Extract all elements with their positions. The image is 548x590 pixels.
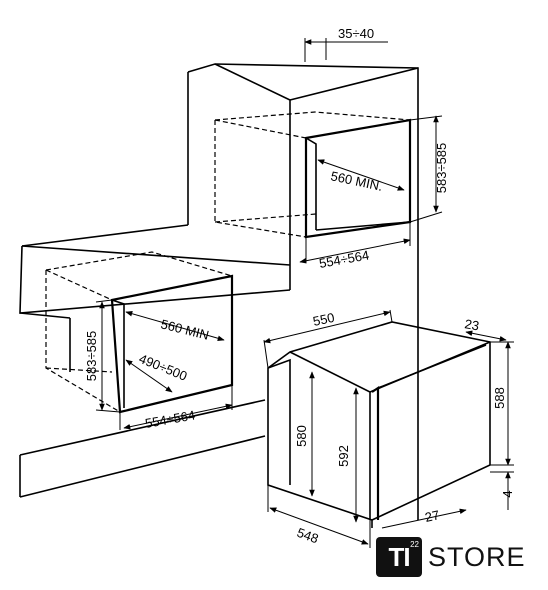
dimension-lines	[95, 38, 514, 548]
dim-column-width: 554÷564	[318, 247, 370, 271]
dim-oven-width: 548	[295, 525, 321, 547]
ti-logo-text: TI	[388, 541, 410, 572]
dim-under-depth: 560 MIN	[159, 316, 210, 342]
dim-column-depth: 560 MIN.	[329, 168, 384, 194]
ti-logo-superscript: 22	[410, 540, 419, 549]
dim-oven-body-height: 580	[294, 425, 309, 447]
dimension-labels: 35÷40 583÷585 560 MIN. 554÷564 560 MIN 5…	[84, 26, 515, 546]
dim-oven-front-height: 588	[492, 387, 507, 409]
dim-under-width: 554÷564	[144, 407, 196, 431]
dim-under-inner-depth: 490÷500	[137, 351, 189, 384]
store-logo-text: STORE	[428, 541, 526, 572]
store-logo: TI 22 STORE	[376, 537, 526, 577]
dim-column-height: 583÷585	[434, 143, 449, 194]
dim-under-height: 583÷585	[84, 331, 99, 382]
dim-oven-door: 23	[463, 316, 480, 333]
oven	[267, 321, 491, 528]
dim-oven-depth: 550	[312, 310, 336, 329]
dim-top-gap: 35÷40	[338, 26, 374, 41]
ti-logo-mark: TI 22	[376, 537, 422, 577]
dim-oven-foot: 4	[500, 490, 515, 497]
dim-oven-bottom-partial: 27	[424, 507, 441, 525]
dim-oven-inner-height: 592	[336, 445, 351, 467]
column-cabinet	[187, 63, 419, 520]
